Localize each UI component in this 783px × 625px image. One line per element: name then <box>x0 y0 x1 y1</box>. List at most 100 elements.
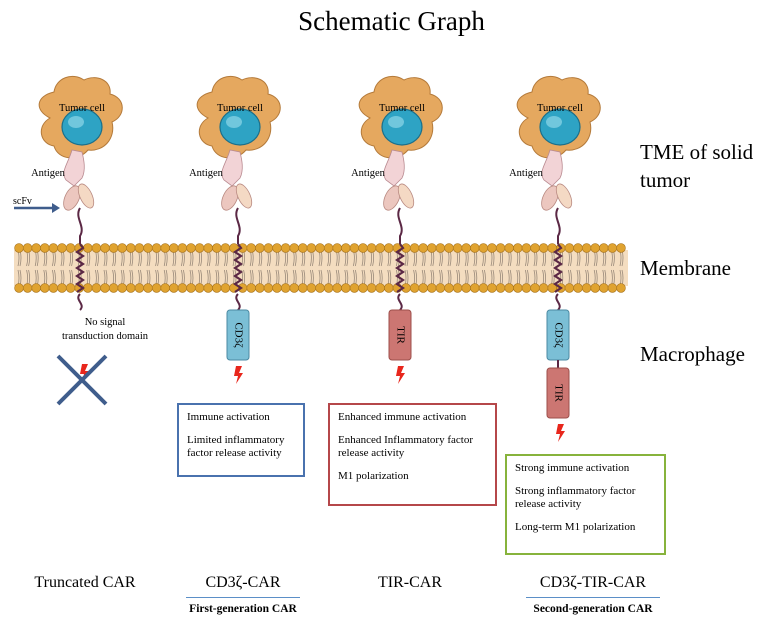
antigen-label: Antigen <box>351 168 386 179</box>
lipid-head <box>160 283 170 293</box>
effect-inflammatory-release: Strong inflammatory factor release activ… <box>515 485 636 510</box>
effect-immune-activation: Enhanced immune activation <box>338 411 467 423</box>
antigen-label: Antigen <box>509 168 544 179</box>
lipid-head <box>194 283 205 293</box>
lipid-head <box>83 243 93 253</box>
lipid-head <box>40 243 50 253</box>
lipid-head <box>220 283 231 293</box>
tumor-cell-nucleus <box>219 108 261 146</box>
lipid-head <box>427 283 437 293</box>
lipid-head <box>31 243 41 253</box>
scfv-label: scFv <box>13 196 32 207</box>
tme-label: TME of solid tumor <box>640 140 754 192</box>
lipid-head <box>203 283 213 293</box>
lipid-head <box>160 243 170 253</box>
lipid-head <box>349 243 360 253</box>
lipid-head <box>427 243 437 253</box>
membrane-core <box>14 250 628 286</box>
lipid-head <box>289 243 299 253</box>
tir-domain-label: TIR <box>552 384 564 402</box>
lipid-head <box>573 283 583 293</box>
lipid-head <box>607 283 618 293</box>
lipid-head <box>513 283 523 293</box>
lipid-head <box>315 243 325 253</box>
lipid-head <box>14 243 24 253</box>
scfv-left <box>63 185 81 211</box>
lipid-head <box>599 243 609 253</box>
lipid-head <box>298 243 308 253</box>
effect-m1-polarization: M1 polarization <box>338 470 409 482</box>
lipid-head <box>186 283 196 293</box>
lipid-head <box>375 283 385 293</box>
lipid-head <box>418 243 428 253</box>
nucleus-highlight <box>226 116 242 128</box>
nucleus-highlight <box>388 116 404 128</box>
lipid-head <box>263 243 274 253</box>
lipid-head <box>409 283 420 293</box>
lipid-head <box>65 283 76 293</box>
tumor-cell: Tumor cell <box>196 76 281 159</box>
lipid-head <box>358 283 368 293</box>
antigen-shape <box>541 149 563 187</box>
lipid-head <box>504 243 514 253</box>
lipid-head <box>564 243 575 253</box>
lipid-head <box>315 283 325 293</box>
lipid-head <box>272 283 282 293</box>
lipid-head <box>616 243 626 253</box>
effect-inflammatory-release: Limited inflammatory factor release acti… <box>187 434 285 459</box>
lipid-heads <box>14 243 626 293</box>
first-generation-effects-box: Immune activation Limited inflammatory f… <box>177 403 305 477</box>
lipid-head <box>108 283 119 293</box>
lipid-head <box>375 243 385 253</box>
lipid-head <box>418 283 428 293</box>
tir-domain: TIR <box>546 367 570 419</box>
hinge-stalk <box>77 207 83 244</box>
lipid-head <box>452 243 463 253</box>
intracellular-tail <box>397 293 403 311</box>
nucleus-highlight <box>68 116 84 128</box>
hinge-stalk <box>555 207 561 244</box>
lipid-head <box>444 243 454 253</box>
tir-car-effects-box: Enhanced immune activation Enhanced Infl… <box>328 403 497 506</box>
lipid-head <box>177 283 188 293</box>
lipid-head <box>323 243 334 253</box>
tumor-cell-label: Tumor cell <box>537 103 583 114</box>
tir-domain-label: TIR <box>394 326 406 344</box>
lipid-head <box>169 243 179 253</box>
lipid-head <box>461 283 471 293</box>
lipid-head <box>616 283 626 293</box>
nucleus-highlight <box>546 116 562 128</box>
signal-bolt <box>396 366 405 384</box>
lipid-head <box>590 283 600 293</box>
lipid-head <box>435 283 446 293</box>
lipid-head <box>255 283 265 293</box>
lipid-head <box>384 243 394 253</box>
lipid-head <box>143 243 153 253</box>
cd3z-domain-label: CD3ζ <box>232 322 244 348</box>
lipid-head <box>581 243 592 253</box>
lipid-head <box>444 283 454 293</box>
second-generation-divider <box>526 597 660 598</box>
tir-domain: TIR <box>388 309 412 361</box>
lipid-head <box>573 243 583 253</box>
signal-bolt <box>556 424 565 442</box>
lipid-head <box>280 243 291 253</box>
lipid-head <box>65 243 76 253</box>
lipid-head <box>495 243 506 253</box>
lipid-head <box>57 243 67 253</box>
scfv-right <box>77 183 95 209</box>
lipid-head <box>220 243 231 253</box>
lipid-head <box>538 243 549 253</box>
lipid-head <box>203 243 213 253</box>
no-signal-label: No signal transduction domain <box>50 316 160 344</box>
lipid-head <box>366 243 377 253</box>
tumor-cell-label: Tumor cell <box>379 103 425 114</box>
lipid-head <box>91 243 102 253</box>
tir-car-label: TIR-CAR <box>378 574 442 591</box>
lipid-head <box>409 243 420 253</box>
lipid-head <box>263 283 274 293</box>
lipid-head <box>341 243 351 253</box>
